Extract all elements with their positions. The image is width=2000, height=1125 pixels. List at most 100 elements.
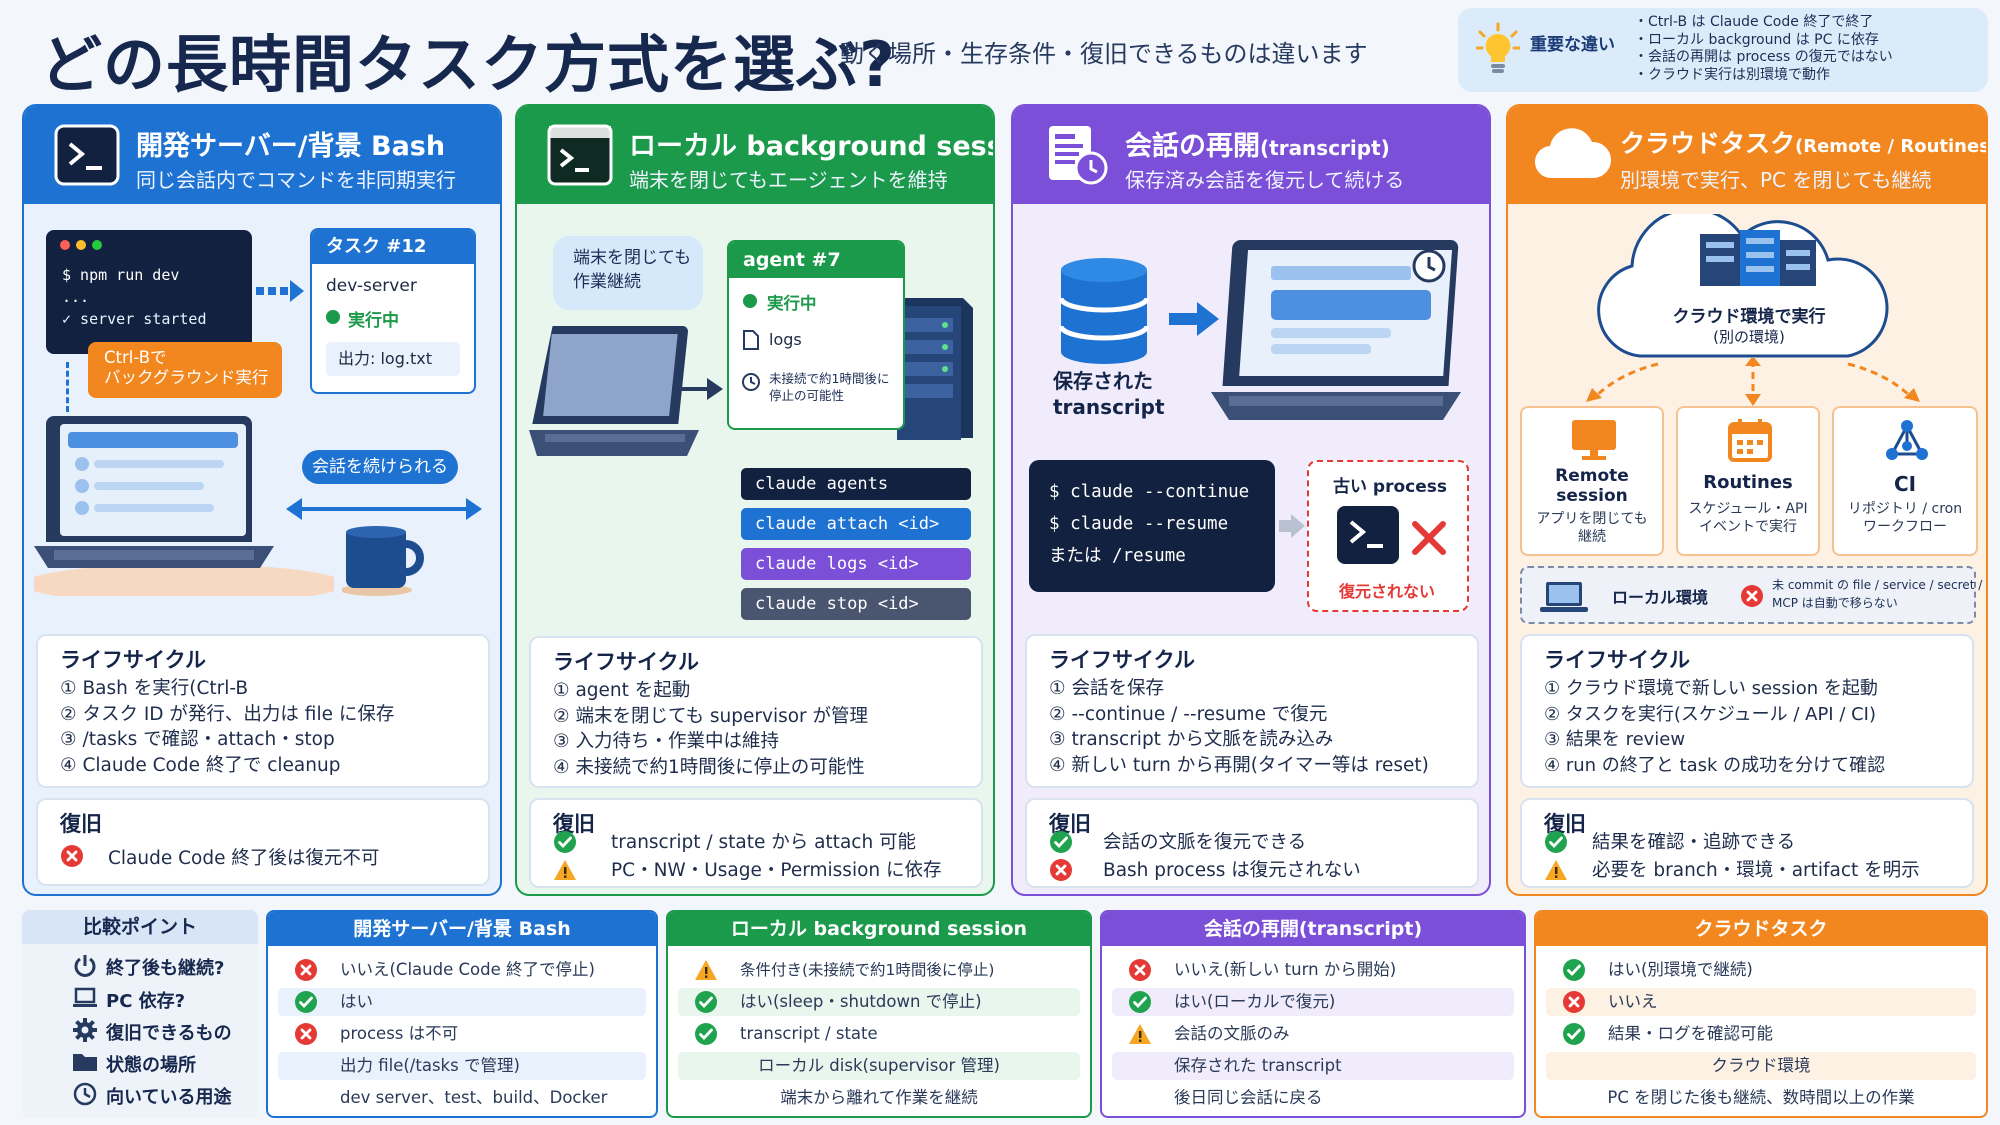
column-title: 会話の再開(transcript): [1125, 124, 1390, 163]
compare-cell: dev server、test、build、Docker: [278, 1084, 646, 1112]
column-title: ローカル background session: [629, 131, 993, 162]
column-subtitle: 端末を閉じてもエージェントを維持: [629, 168, 948, 192]
title-main: 会話の再開: [1125, 131, 1260, 162]
column-bash: 開発サーバー/背景 Bash 同じ会話内でコマンドを非同期実行 $ npm ru…: [22, 104, 502, 896]
recovery-box: 復旧 会話の文脈を復元できる Bash process は復元されない: [1025, 798, 1479, 888]
command-line: $ claude --resume: [1049, 514, 1229, 534]
lifecycle-box: ライフサイクル ① Bash を実行(Ctrl-B ② タスク ID が発行、出…: [36, 634, 490, 788]
terminal-line: $ npm run dev: [62, 266, 180, 284]
terminal-window: $ npm run dev ... ✓ server started: [46, 230, 252, 354]
recovery-title: 復旧: [60, 812, 102, 836]
old-process-label: 古い process: [1333, 477, 1447, 497]
note-list: ・Ctrl-B は Claude Code 終了で終了 ・ローカル backgr…: [1634, 14, 1893, 84]
x-icon: [60, 844, 84, 868]
recovery-item: Bash process は復元されない: [1103, 860, 1361, 881]
local-env-label: ローカル環境: [1612, 588, 1709, 607]
compare-cell-text: いいえ(新しい turn から開始): [1174, 960, 1397, 979]
compare-cell: PC を閉じた後も継続、数時間以上の作業: [1546, 1084, 1976, 1112]
lifecycle-step: ③ /tasks で確認・attach・stop: [60, 729, 335, 750]
ci-sublabel: リポジトリ / cron ワークフロー: [1847, 501, 1963, 535]
note-item: ・ローカル background は PC に依存: [1634, 31, 1879, 48]
compare-point: 終了後も継続?: [106, 958, 225, 979]
database-icon: [1059, 258, 1149, 364]
compare-cell: 出力 file(/tasks で管理): [278, 1052, 646, 1080]
recovery-item: PC・NW・Usage・Permission に依存: [611, 860, 942, 881]
command-logs: claude logs <id>: [741, 548, 971, 580]
compare-cell: いいえ(Claude Code 終了で停止): [278, 956, 646, 984]
recovery-title: 復旧: [1544, 812, 1586, 836]
command-attach: claude attach <id>: [741, 508, 971, 540]
check-icon: [694, 990, 718, 1014]
compare-cell: はい(別環境で継続): [1546, 956, 1976, 984]
resume-commands: $ claude --continue $ claude --resume また…: [1029, 460, 1275, 592]
column-title: 開発サーバー/背景 Bash: [136, 131, 446, 162]
note-item: ・クラウド実行は別環境で動作: [1634, 66, 1830, 83]
compare-cell: はい(sleep・shutdown で停止): [678, 988, 1080, 1016]
lifecycle-box: ライフサイクル ① クラウド環境で新しい session を起動 ② タスクを実…: [1520, 634, 1974, 788]
lifecycle-step: ④ 新しい turn から再開(タイマー等は reset): [1049, 754, 1429, 776]
double-arrow-icon: [286, 498, 482, 520]
x-icon: [1049, 858, 1073, 882]
compare-cell: いいえ: [1546, 988, 1976, 1016]
arrow-right-icon: [256, 280, 304, 302]
lifecycle-step: ② 端末を閉じても supervisor が管理: [553, 705, 869, 727]
column-header: クラウドタスク(Remote / Routines / CI) 別環境で実行、P…: [1508, 106, 1986, 204]
recovery-title: 復旧: [553, 812, 595, 836]
terminal-line: ...: [62, 288, 90, 306]
compare-column-header: 会話の再開(transcript): [1102, 912, 1524, 946]
compare-cell-text: 会話の文脈のみ: [1174, 1024, 1290, 1043]
lifecycle-step: ① クラウド環境で新しい session を起動: [1544, 678, 1878, 699]
note-label: 重要な違い: [1530, 35, 1615, 55]
x-icon: [294, 1022, 318, 1046]
ctrl-b-badge: Ctrl-Bで バックグラウンド実行: [88, 342, 282, 398]
dashed-connector: [66, 362, 70, 412]
compare-column-bash: 開発サーバー/背景 Bash いいえ(Claude Code 終了で停止) はい…: [266, 910, 658, 1118]
compare-cell-text: 結果・ログを確認可能: [1608, 1024, 1773, 1043]
compare-cell-text: はい: [340, 992, 373, 1011]
task-output: 出力: log.txt: [326, 342, 460, 376]
column-subtitle: 同じ会話内でコマンドを非同期実行: [136, 168, 456, 192]
column-transcript: 会話の再開(transcript) 保存済み会話を復元して続ける 保存された t…: [1011, 104, 1491, 896]
local-env-box: ローカル環境 未 commit の file / service / secre…: [1520, 566, 1982, 624]
terminal-icon: [1337, 506, 1399, 564]
monitor-icon: [1572, 420, 1616, 460]
compare-cell-text: 出力 file(/tasks で管理): [340, 1056, 520, 1075]
recovery-item: transcript / state から attach 可能: [611, 832, 917, 853]
check-icon: [1562, 958, 1586, 982]
compare-cell: 条件付き(未接続で約1時間後に停止): [678, 956, 1080, 984]
compare-column-transcript: 会話の再開(transcript) いいえ(新しい turn から開始) はい(…: [1100, 910, 1526, 1118]
laptop-illustration: [1211, 240, 1461, 420]
command-agents: claude agents: [741, 468, 971, 500]
compare-cell-text: PC を閉じた後も継続、数時間以上の作業: [1607, 1088, 1915, 1107]
warning-icon: [1128, 1022, 1152, 1046]
compare-cell: はい: [278, 988, 646, 1016]
x-icon: [1412, 521, 1446, 555]
task-name: dev-server: [326, 276, 417, 296]
lifecycle-step: ② --continue / --resume で復元: [1049, 703, 1328, 725]
laptop-illustration: [34, 416, 334, 596]
lifecycle-box: ライフサイクル ① 会話を保存 ② --continue / --resume …: [1025, 634, 1479, 788]
calendar-icon: [1728, 419, 1772, 462]
command-stop: claude stop <id>: [741, 588, 971, 620]
compare-point: 復旧できるもの: [106, 1023, 232, 1044]
lifecycle-step: ④ Claude Code 終了で cleanup: [60, 754, 341, 776]
command-line: または /resume: [1049, 546, 1186, 566]
agent-logs: logs: [769, 330, 802, 349]
lightbulb-icon: [1476, 22, 1520, 73]
page-subtitle: 動く場所・生存条件・復旧できるものは違います: [840, 40, 1368, 68]
document-clock-icon: [1049, 126, 1108, 185]
compare-cell: いいえ(新しい turn から開始): [1112, 956, 1514, 984]
important-note: 重要な違い ・Ctrl-B は Claude Code 終了で終了 ・ローカル …: [1458, 8, 1988, 92]
laptop-icon: [1540, 582, 1588, 612]
lifecycle-step: ① Bash を実行(Ctrl-B: [60, 678, 249, 699]
compare-point: 向いている用途: [106, 1087, 232, 1108]
column-subtitle: 保存済み会話を復元して続ける: [1125, 168, 1405, 192]
task-card: タスク #12 dev-server 実行中 出力: log.txt: [310, 228, 476, 394]
compare-cell-text: 条件付き(未接続で約1時間後に停止): [740, 961, 995, 979]
agent-warning: 未接続で約1時間後に 停止の可能性: [769, 371, 890, 403]
old-process-box: 古い process 復元されない: [1307, 460, 1469, 612]
x-icon: [1128, 958, 1152, 982]
lifecycle-list: ① 会話を保存 ② --continue / --resume で復元 ③ tr…: [1049, 676, 1429, 778]
compare-cell-text: はい(ローカルで復元): [1174, 992, 1336, 1011]
task-status: 実行中: [348, 311, 399, 331]
